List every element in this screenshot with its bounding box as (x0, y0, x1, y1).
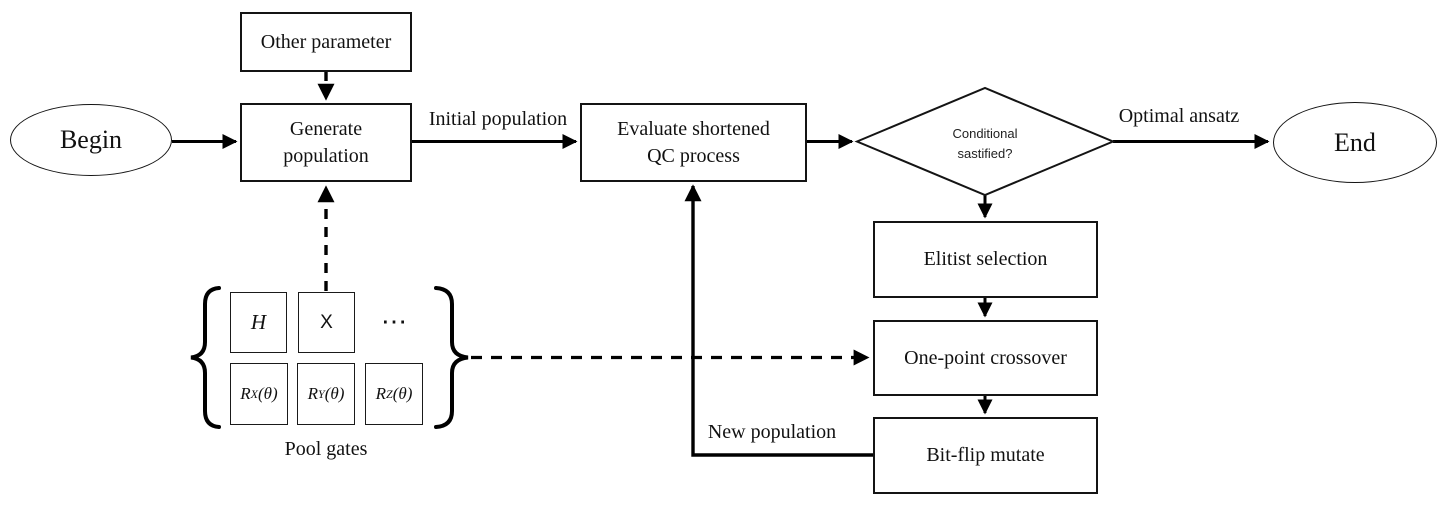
gate-x-label: X (320, 311, 333, 333)
end-node: End (1273, 102, 1437, 183)
evaluate-label: Evaluate shortened QC process (617, 117, 770, 167)
end-label: End (1334, 127, 1376, 157)
generate-population-label: Generate population (283, 117, 369, 167)
elitist-selection-node: Elitist selection (873, 221, 1098, 298)
gate-h-label: H (250, 310, 267, 334)
gate-rz-base: R (375, 384, 386, 403)
gate-rx-arg: (θ) (258, 384, 278, 403)
conditional-diamond-shape (854, 86, 1116, 197)
gate-rz-arg: (θ) (392, 384, 413, 403)
begin-node: Begin (10, 104, 172, 176)
gate-ry-arg: (θ) (324, 384, 345, 403)
left-brace (190, 286, 221, 429)
edge-mutate-evaluate-feedback (684, 184, 873, 457)
new-population-label: New population (707, 421, 837, 443)
generate-population-node: Generate population (240, 103, 412, 182)
one-point-crossover-node: One-point crossover (873, 320, 1098, 396)
optimal-ansatz-label: Optimal ansatz (1118, 105, 1240, 127)
evaluate-node: Evaluate shortened QC process (580, 103, 807, 182)
gate-rx-base: R (240, 384, 251, 403)
gate-x: X (298, 292, 355, 353)
conditional-label: Conditional sastified? (952, 126, 1018, 161)
bit-flip-mutate-label: Bit-flip mutate (926, 444, 1045, 466)
other-parameter-node: Other parameter (240, 12, 412, 72)
gate-ellipsis: ⋯ (381, 307, 409, 336)
gate-h: H (230, 292, 287, 353)
bit-flip-mutate-node: Bit-flip mutate (873, 417, 1098, 494)
right-brace (434, 286, 469, 429)
one-point-crossover-label: One-point crossover (904, 346, 1067, 369)
other-parameter-label: Other parameter (260, 30, 392, 53)
begin-label: Begin (59, 125, 123, 155)
initial-population-label: Initial population (428, 108, 568, 130)
gate-ry-base: R (307, 384, 318, 403)
pool-gates-caption: Pool gates (284, 438, 368, 460)
elitist-selection-label: Elitist selection (923, 248, 1048, 270)
